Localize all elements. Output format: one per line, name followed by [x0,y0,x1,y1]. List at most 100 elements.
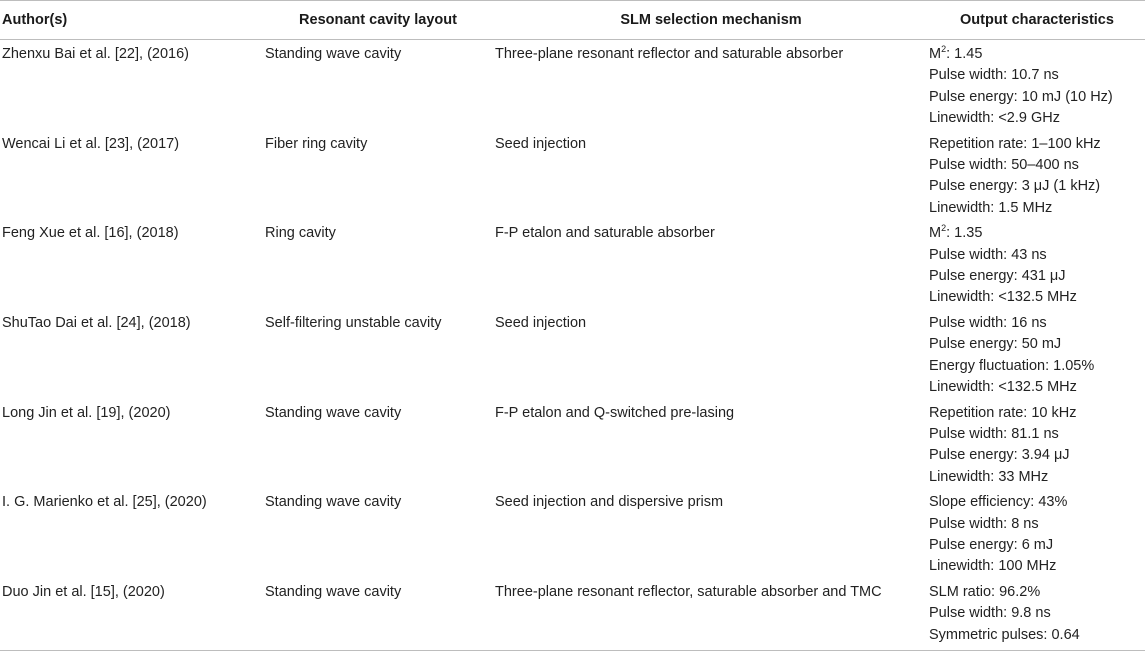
superscript: 2 [941,44,947,55]
table-row: ShuTao Dai et al. [24], (2018) Self-filte… [0,309,1145,399]
cavity-layout-cell: Self-filtering unstable cavity [265,314,442,331]
output-line: Pulse width: 50–400 ns [929,155,1145,176]
output-line-text: Pulse width: 10.7 ns [929,67,1059,84]
output-line-text: Pulse energy: 3.94 μJ [929,447,1070,464]
output-line-text: Pulse width: 9.8 ns [929,605,1051,622]
header-row: Author(s) Resonant cavity layout SLM sel… [0,0,1145,40]
output-line: Linewidth: 1.5 MHz [929,198,1145,219]
table-header: Author(s) Resonant cavity layout SLM sel… [0,0,1145,40]
output-line-text: Pulse energy: 6 mJ [929,536,1054,553]
output-line: M2: 1.35 [929,223,1145,244]
output-line: Pulse energy: 50 mJ [929,334,1145,355]
output-line-value: : 1.35 [946,225,983,242]
output-line-text: Pulse width: 8 ns [929,515,1039,532]
slm-mechanism-cell: F-P etalon and saturable absorber [495,225,715,242]
output-line-text: Pulse width: 81.1 ns [929,425,1059,442]
author-cell: ShuTao Dai et al. [24], (2018) [2,314,191,331]
cavity-layout-cell: Standing wave cavity [265,494,402,511]
output-line: SLM ratio: 96.2% [929,582,1145,603]
output-line: Repetition rate: 10 kHz [929,403,1145,424]
output-line: Linewidth: <2.9 GHz [929,108,1145,129]
cavity-layout-cell: Standing wave cavity [265,46,402,62]
superscript: 2 [941,223,947,234]
header-slm-mechanism: SLM selection mechanism [493,0,929,40]
output-line: Pulse width: 8 ns [929,514,1145,535]
table-body: Zhenxu Bai et al. [22], (2016) Standing w… [0,40,1145,651]
slm-mechanism-cell: Seed injection and dispersive prism [495,494,724,511]
output-line-text: Pulse width: 50–400 ns [929,157,1079,174]
output-line: Pulse width: 81.1 ns [929,424,1145,445]
output-line: Pulse width: 9.8 ns [929,603,1145,624]
output-line-text: Pulse energy: 50 mJ [929,336,1062,353]
output-line-text: Linewidth: <132.5 MHz [929,289,1077,306]
output-line: M2: 1.45 [929,44,1145,65]
table-row: Wencai Li et al. [23], (2017) Fiber ring … [0,130,1145,220]
author-cell: Long Jin et al. [19], (2020) [2,404,171,421]
output-line-text: M [929,225,942,242]
output-line-value: : 1.45 [946,46,983,62]
cavity-layout-cell: Ring cavity [265,225,336,242]
output-line: Symmetric pulses: 0.64 [929,625,1145,646]
cavity-layout-cell: Fiber ring cavity [265,135,368,152]
header-output-characteristics: Output characteristics [929,0,1145,40]
output-line-text: Repetition rate: 10 kHz [929,404,1077,421]
slm-mechanism-cell: Seed injection [495,314,587,331]
output-characteristics-cell: SLM ratio: 96.2% Pulse width: 9.8 ns Symme… [929,577,1145,651]
author-cell: Duo Jin et al. [15], (2020) [0,577,263,651]
output-line: Pulse width: 43 ns [929,245,1145,266]
header-cavity-layout: Resonant cavity layout [263,0,493,40]
output-line-text: Linewidth: 1.5 MHz [929,199,1053,216]
cavity-layout-cell: Standing wave cavity [265,404,402,421]
output-line-text: Linewidth: <132.5 MHz [929,379,1077,396]
output-characteristics-cell: Slope efficiency: 43% Pulse width: 8 ns Pu… [929,488,1145,578]
output-line-text: Linewidth: 33 MHz [929,468,1049,485]
output-line: Pulse width: 16 ns [929,313,1145,334]
author-cell: Wencai Li et al. [23], (2017) [2,135,180,152]
output-line-text: Pulse energy: 3 μJ (1 kHz) [929,178,1101,195]
output-line-text: Energy fluctuation: 1.05% [929,357,1095,374]
output-line: Pulse energy: 3.94 μJ [929,445,1145,466]
output-line: Pulse width: 10.7 ns [929,65,1145,86]
output-line-text: Linewidth: <2.9 GHz [929,110,1060,127]
table-row: Feng Xue et al. [16], (2018) Ring cavity F… [0,219,1145,309]
output-line: Repetition rate: 1–100 kHz [929,134,1145,155]
output-line: Pulse energy: 10 mJ (10 Hz) [929,87,1145,108]
output-line: Pulse energy: 3 μJ (1 kHz) [929,176,1145,197]
output-line-text: Pulse width: 43 ns [929,246,1047,263]
output-line: Linewidth: 100 MHz [929,556,1145,577]
output-line: Linewidth: <132.5 MHz [929,377,1145,398]
author-cell: Feng Xue et al. [16], (2018) [2,225,179,242]
table-row: I. G. Marienko et al. [25], (2020) Standi… [0,488,1145,578]
author-cell: I. G. Marienko et al. [25], (2020) [2,494,207,511]
output-line: Linewidth: 33 MHz [929,467,1145,488]
output-line: Pulse energy: 431 μJ [929,266,1145,287]
output-line: Energy fluctuation: 1.05% [929,356,1145,377]
header-authors: Author(s) [0,0,263,40]
output-line: Slope efficiency: 43% [929,492,1145,513]
output-line: Pulse energy: 6 mJ [929,535,1145,556]
table-row: Zhenxu Bai et al. [22], (2016) Standing w… [0,40,1145,130]
output-line-text: Slope efficiency: 43% [929,494,1068,511]
slm-mechanism-cell: Three-plane resonant reflector, saturabl… [493,577,929,651]
output-line-text: Pulse energy: 10 mJ (10 Hz) [929,88,1113,105]
output-line-text: SLM ratio: 96.2% [929,583,1041,600]
output-line-text: Pulse width: 16 ns [929,314,1047,331]
output-line-text: Symmetric pulses: 0.64 [929,626,1080,643]
output-line-text: M [929,46,942,62]
slm-mechanism-cell: F-P etalon and Q-switched pre-lasing [495,404,735,421]
table-row: Long Jin et al. [19], (2020) Standing wav… [0,399,1145,489]
output-line-text: Pulse energy: 431 μJ [929,268,1066,285]
output-line: Linewidth: <132.5 MHz [929,287,1145,308]
slm-mechanism-cell: Seed injection [495,135,587,152]
output-line-text: Repetition rate: 1–100 kHz [929,135,1101,152]
cavity-layout-cell: Standing wave cavity [263,577,493,651]
author-cell: Zhenxu Bai et al. [22], (2016) [2,46,189,62]
slm-mechanism-cell: Three-plane resonant reflector and satur… [495,46,844,62]
table-row: Duo Jin et al. [15], (2020)Standing wave… [0,577,1145,651]
output-line-text: Linewidth: 100 MHz [929,558,1057,575]
